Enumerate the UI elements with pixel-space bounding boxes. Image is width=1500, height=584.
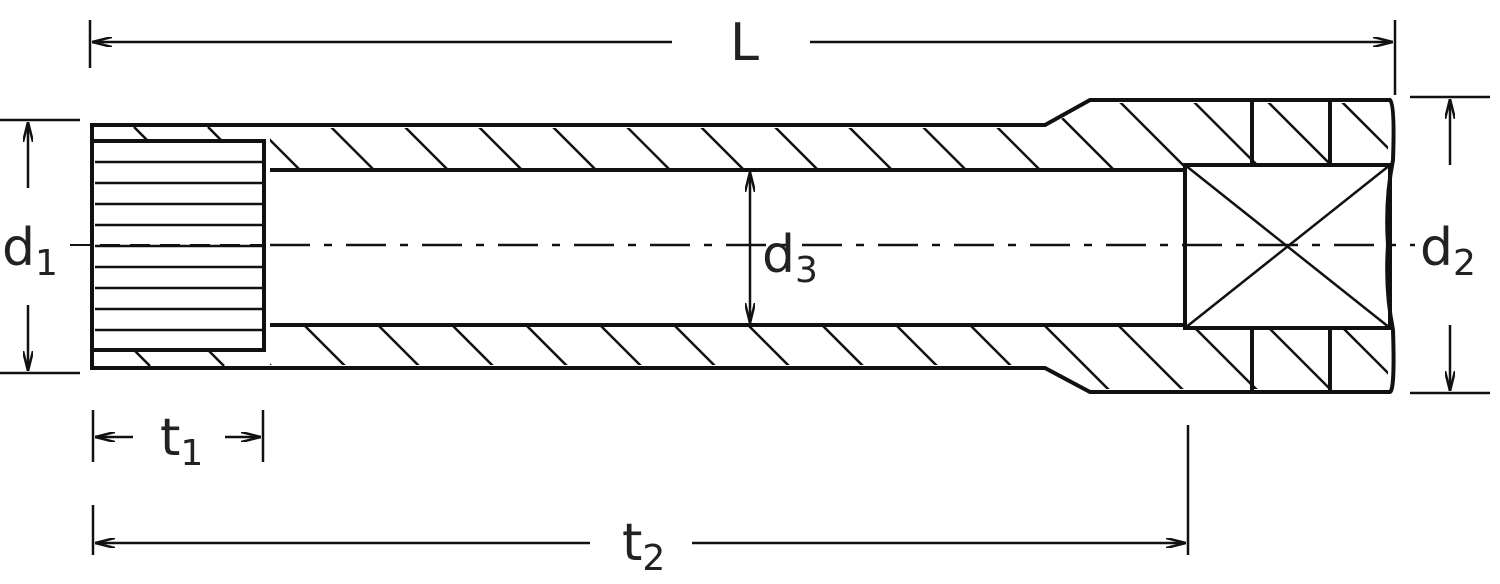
hatch-line xyxy=(821,103,893,170)
hatch-group xyxy=(270,103,1388,170)
hatch-line xyxy=(1117,325,1186,389)
hatch-line xyxy=(747,103,819,170)
hatch-line xyxy=(377,325,446,389)
hatch-line xyxy=(969,103,1041,170)
hatch-line xyxy=(969,325,1038,389)
hatch-line xyxy=(599,103,671,170)
label-t2: t2 xyxy=(622,513,665,579)
hatch-line xyxy=(1414,325,1481,392)
hatch-line xyxy=(207,127,223,141)
hatch-line xyxy=(377,103,449,170)
hatch-line xyxy=(451,103,523,170)
hatch-line xyxy=(1191,325,1260,389)
label-t1: t1 xyxy=(160,408,203,474)
hatch-line xyxy=(1117,103,1189,170)
hatch-line xyxy=(1339,325,1388,389)
label-L: L xyxy=(730,13,759,73)
label-d3: d3 xyxy=(762,225,818,291)
hatch-line xyxy=(1265,103,1337,170)
hatch-line xyxy=(451,325,520,389)
hatch-line xyxy=(303,325,372,389)
hatch-line xyxy=(895,325,964,389)
hatch-line xyxy=(599,325,668,389)
hatch-line xyxy=(133,127,149,141)
socket-body xyxy=(90,98,1396,394)
hatch-line xyxy=(60,127,74,141)
hatch-line xyxy=(1043,325,1112,389)
hatch-line xyxy=(270,103,301,170)
hatch-line xyxy=(895,103,967,170)
hatch-line xyxy=(525,325,594,389)
hatch-line xyxy=(1043,103,1115,170)
hatch-line xyxy=(525,103,597,170)
hatch-line xyxy=(1339,103,1388,170)
hatch-line xyxy=(303,103,375,170)
hatch-line xyxy=(133,350,151,366)
hatch-group xyxy=(60,127,223,141)
hatch-line xyxy=(673,103,745,170)
label-d1: d1 xyxy=(2,218,58,284)
hatch-line xyxy=(747,325,816,389)
section-hatching xyxy=(60,103,1481,392)
hatch-line xyxy=(1265,325,1334,389)
hatch-line xyxy=(60,350,76,366)
label-d2: d2 xyxy=(1420,218,1476,284)
hatch-line xyxy=(673,325,742,389)
hatch-line xyxy=(207,350,225,366)
hatch-line xyxy=(821,325,890,389)
hatch-group xyxy=(60,350,225,366)
hatch-group xyxy=(270,325,1481,392)
dimension-lines xyxy=(0,20,1490,555)
